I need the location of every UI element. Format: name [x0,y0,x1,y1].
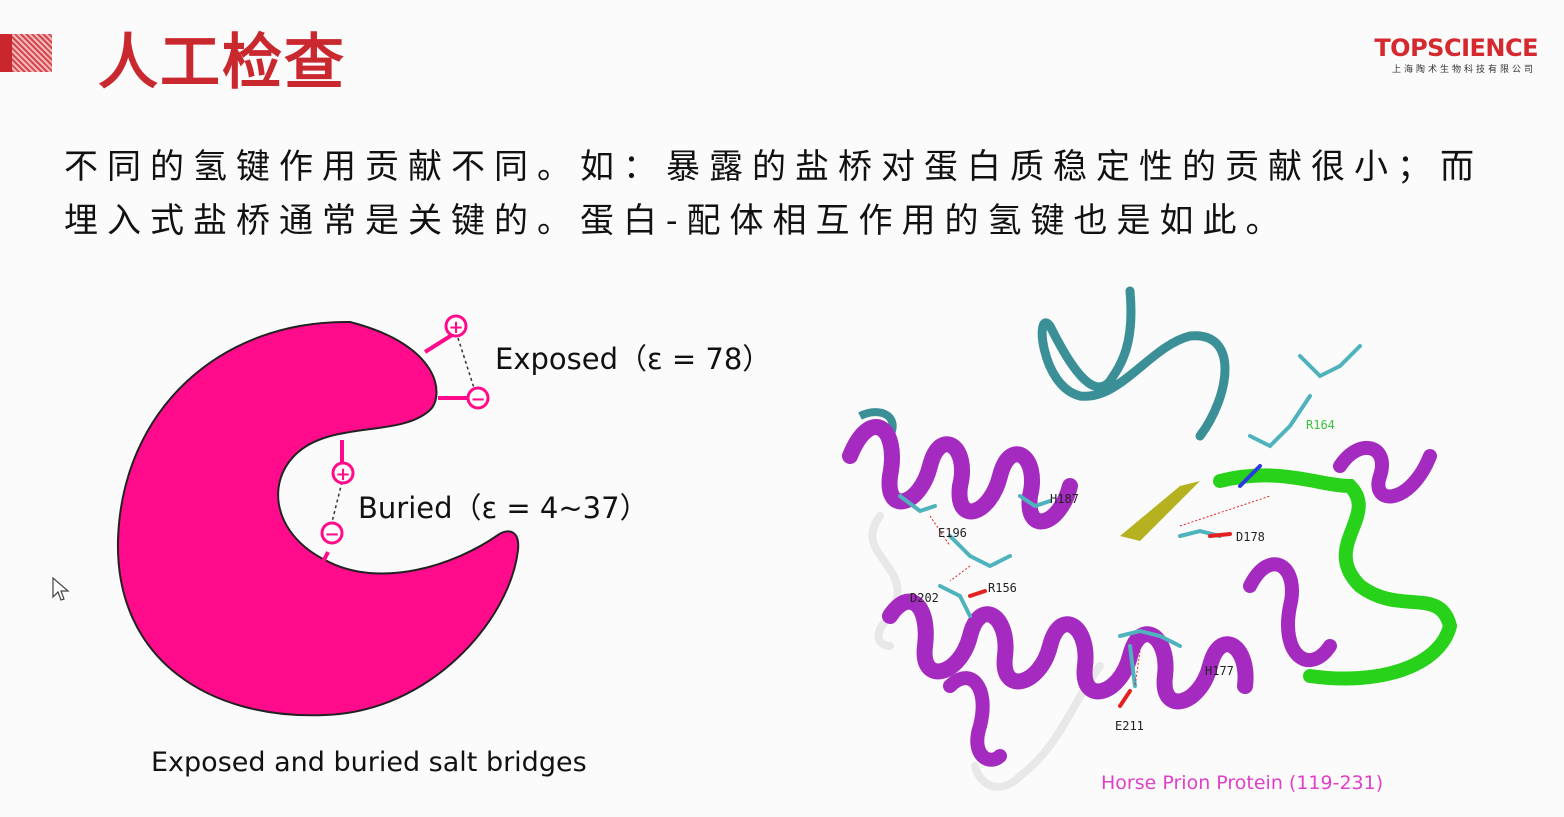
residue-label-r156: R156 [988,581,1017,595]
exposed-plus-icon [444,314,468,338]
company-logo: TOPSCIENCE 上海陶术生物科技有限公司 [1364,34,1538,76]
protein-loop [868,512,902,650]
title-marker-solid [0,34,12,72]
body-paragraph: 不同的氢键作用贡献不同。如：暴露的盐桥对蛋白质稳定性的贡献很小；而埋入式盐桥通常… [64,147,1483,241]
residue-label-d178: D178 [1236,530,1265,544]
residue-label-h187: H187 [1050,492,1079,506]
logo-text: TOPSCIENCE [1374,34,1538,62]
salt-bridge-diagram: + − + − [116,314,520,717]
protein-helix-1 [842,419,1078,530]
residue-label-e211: E211 [1115,719,1144,733]
residue-label-h177: H177 [1205,664,1234,678]
protein-helix-3 [943,440,1437,767]
exposed-minus-sign: − [470,389,485,410]
mouse-cursor-icon [52,577,70,601]
page-title: 人工检查 [98,28,346,98]
protein-strand [1213,468,1458,686]
c-shape [116,320,520,717]
protein-coil [1037,286,1230,441]
exposed-minus-icon [466,386,490,410]
buried-label: Buried（ε = 4~37） [358,491,649,525]
buried-minus-icon [320,521,344,545]
exposed-plus-sign: + [448,317,463,338]
buried-plus-icon [331,461,355,485]
residue-label-e196: E196 [938,526,967,540]
title-marker [0,34,52,72]
protein-caption: Horse Prion Protein (119-231) [1101,772,1384,794]
residue-label-d202: D202 [910,591,939,605]
protein-helix-2 [882,593,1254,710]
buried-minus-sign: − [324,524,339,545]
exposed-label: Exposed（ε = 78） [495,342,772,376]
logo-subtext: 上海陶术生物科技有限公司 [1391,65,1536,75]
buried-plus-sign: + [335,464,350,485]
diagram-caption: Exposed and buried salt bridges [151,747,587,778]
residue-label-r164: R164 [1306,418,1335,432]
protein-structure-image [842,286,1458,791]
title-marker-hatch [12,34,52,72]
